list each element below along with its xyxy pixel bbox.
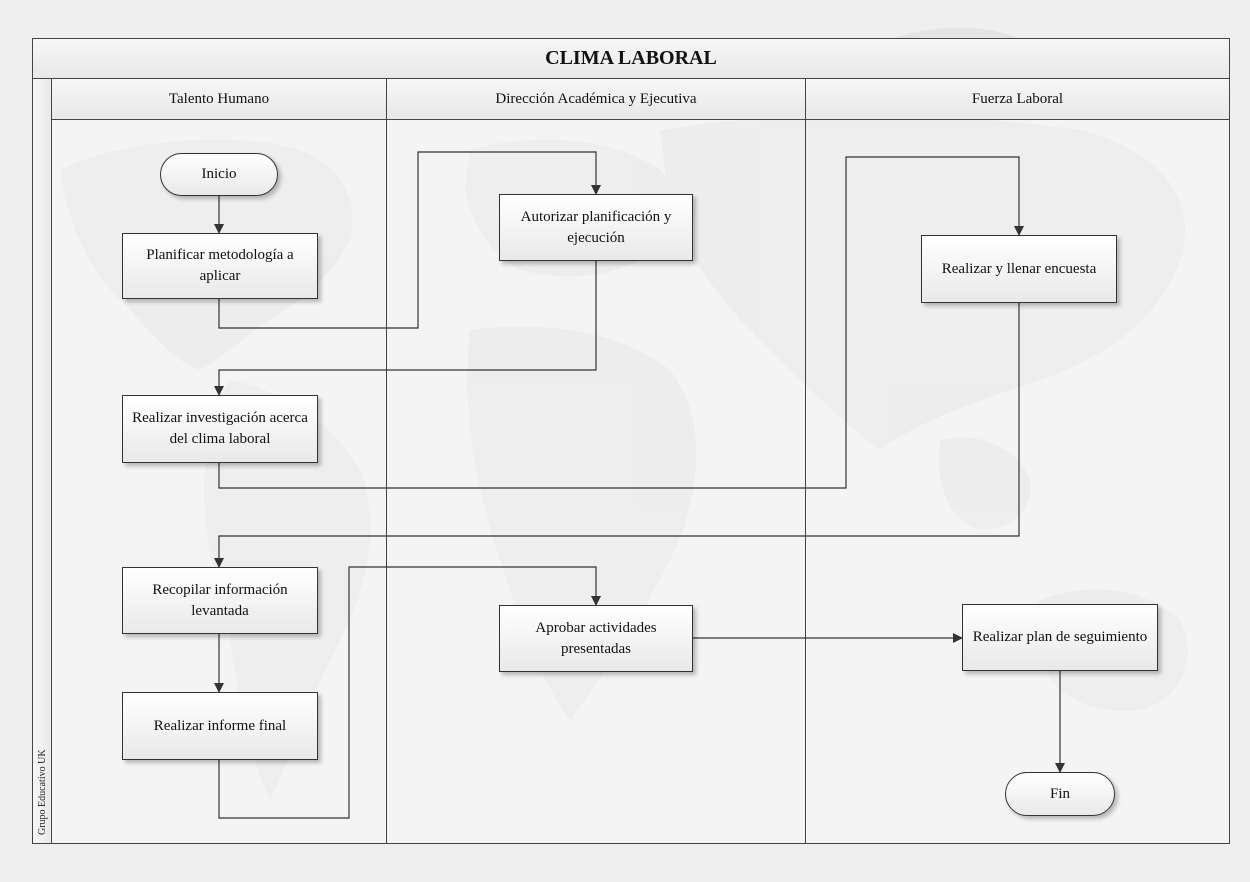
lane-header-talento-humano: Talento Humano [51, 78, 387, 120]
node-realizar-investigacion: Realizar investigación acerca del clima … [122, 395, 318, 463]
node-realizar-encuesta: Realizar y llenar encuesta [921, 235, 1117, 303]
node-autorizar-planificacion: Autorizar planificación y ejecución [499, 194, 693, 261]
node-informe-final: Realizar informe final [122, 692, 318, 760]
diagram-title: CLIMA LABORAL [32, 38, 1230, 79]
lane-header-fuerza-laboral: Fuerza Laboral [805, 78, 1230, 120]
node-plan-seguimiento: Realizar plan de seguimiento [962, 604, 1158, 671]
lane-header-direccion-academica: Dirección Académica y Ejecutiva [386, 78, 806, 120]
pool-label-text: Grupo Educativo UK [37, 749, 48, 835]
lane-fuerza-laboral [805, 119, 1230, 844]
node-recopilar-informacion: Recopilar información levantada [122, 567, 318, 634]
node-aprobar-actividades: Aprobar actividades presentadas [499, 605, 693, 672]
pool-label: Grupo Educativo UK [32, 78, 52, 844]
node-fin: Fin [1005, 772, 1115, 816]
node-planificar-metodologia: Planificar metodología a aplicar [122, 233, 318, 299]
node-inicio: Inicio [160, 153, 278, 196]
